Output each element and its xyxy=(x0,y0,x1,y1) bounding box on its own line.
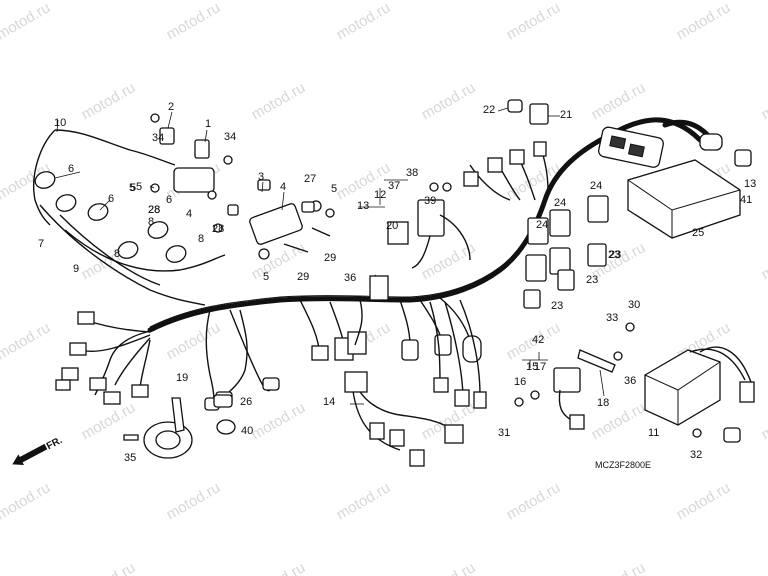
callout-31: 31 xyxy=(498,427,510,439)
watermark-text: motod.ru xyxy=(164,0,224,43)
callout-5: 5 xyxy=(136,181,142,193)
callout-5: 5 xyxy=(331,183,337,195)
callout-3: 3 xyxy=(258,171,264,183)
watermark-text: motod.ru xyxy=(79,559,139,576)
watermark-text: motod.ru xyxy=(589,79,649,123)
callout-26: 26 xyxy=(240,396,252,408)
callout-8: 8 xyxy=(198,233,204,245)
watermark-text: motod.ru xyxy=(759,399,768,443)
front-direction-arrow: FR. xyxy=(12,435,65,465)
watermark-text: motod.ru xyxy=(249,399,309,443)
callout-19: 19 xyxy=(176,372,188,384)
callout-9: 9 xyxy=(73,263,79,275)
callout-5: 5 xyxy=(129,182,135,194)
watermark-text: motod.ru xyxy=(79,79,139,123)
callout-16: 16 xyxy=(514,376,526,388)
callout-2: 2 xyxy=(168,101,174,113)
watermark-text: motod.ru xyxy=(674,0,734,43)
watermark-text: motod.ru xyxy=(334,479,394,523)
watermark-text: motod.ru xyxy=(249,559,309,576)
callout-10: 10 xyxy=(54,117,66,129)
callout-6: 6 xyxy=(68,163,74,175)
callout-27: 27 xyxy=(304,173,316,185)
callout-41: 41 xyxy=(740,194,752,206)
callout-15: 15 xyxy=(526,361,538,373)
callout-36: 36 xyxy=(344,272,356,284)
callout-18: 18 xyxy=(597,397,609,409)
callout-29: 29 xyxy=(324,252,336,264)
callout-5: 5 xyxy=(130,182,136,194)
callout-13: 13 xyxy=(744,178,756,190)
callout-24: 24 xyxy=(590,180,602,192)
watermark-text: motod.ru xyxy=(419,559,479,576)
callout-23: 23 xyxy=(586,274,598,286)
leader-lines xyxy=(54,107,605,405)
callout-36: 36 xyxy=(624,375,636,387)
callout-7: 7 xyxy=(38,238,44,250)
callout-24: 24 xyxy=(536,219,548,231)
callout-28: 28 xyxy=(148,204,160,216)
callout-13: 13 xyxy=(357,200,369,212)
callout-4: 4 xyxy=(280,181,286,193)
callout-23: 23 xyxy=(608,249,620,261)
callout-23: 23 xyxy=(609,249,621,261)
watermark-text: motod.ru xyxy=(759,239,768,283)
watermark-text: motod.ru xyxy=(759,559,768,576)
watermark-text: motod.ru xyxy=(0,479,53,523)
callout-28: 28 xyxy=(212,223,224,235)
callout-21: 21 xyxy=(560,109,572,121)
watermark-text: motod.ru xyxy=(759,79,768,123)
callout-39: 39 xyxy=(424,195,436,207)
callout-34: 34 xyxy=(224,131,236,143)
callout-42: 42 xyxy=(532,334,544,346)
diagram-code: MCZ3F2800E xyxy=(595,460,651,470)
callout-40: 40 xyxy=(241,425,253,437)
callout-28: 28 xyxy=(148,204,160,216)
watermark-text: motod.ru xyxy=(504,0,564,43)
callout-17: 17 xyxy=(534,361,546,373)
callout-labels: 1234567891011121314151617181920212223242… xyxy=(38,101,756,464)
watermark-text: motod.ru xyxy=(504,479,564,523)
callout-12: 12 xyxy=(374,189,386,201)
callout-33: 33 xyxy=(606,312,618,324)
direction-label: FR. xyxy=(45,435,65,452)
callout-20: 20 xyxy=(386,220,398,232)
callout-8: 8 xyxy=(148,216,154,228)
callout-4: 4 xyxy=(186,208,192,220)
watermark-text: motod.ru xyxy=(249,79,309,123)
callout-11: 11 xyxy=(648,427,659,439)
callout-6: 6 xyxy=(166,194,172,206)
callout-8: 8 xyxy=(114,248,120,260)
callout-38: 38 xyxy=(406,167,418,179)
callout-25: 25 xyxy=(692,227,704,239)
callout-23: 23 xyxy=(551,300,563,312)
watermark-text: motod.ru xyxy=(419,79,479,123)
callout-22: 22 xyxy=(483,104,495,116)
callout-1: 1 xyxy=(205,118,211,130)
callout-37: 37 xyxy=(388,180,400,192)
connector-left-1 xyxy=(77,311,95,325)
watermark-text: motod.ru xyxy=(0,319,53,363)
watermark-text: motod.ru xyxy=(164,479,224,523)
harness-drawing xyxy=(33,99,755,467)
callout-6: 6 xyxy=(108,193,114,205)
callout-5: 5 xyxy=(263,271,269,283)
watermark-text: motod.ru xyxy=(0,0,53,43)
callout-24: 24 xyxy=(554,197,566,209)
callout-30: 30 xyxy=(628,299,640,311)
watermark-text: motod.ru xyxy=(674,479,734,523)
callout-14: 14 xyxy=(323,396,335,408)
callout-35: 35 xyxy=(124,452,136,464)
watermark-text: motod.ru xyxy=(164,319,224,363)
callout-32: 32 xyxy=(690,449,702,461)
callout-29: 29 xyxy=(297,271,309,283)
callout-34: 34 xyxy=(152,132,164,144)
watermark-text: motod.ru xyxy=(334,0,394,43)
watermark-text: motod.ru xyxy=(589,559,649,576)
